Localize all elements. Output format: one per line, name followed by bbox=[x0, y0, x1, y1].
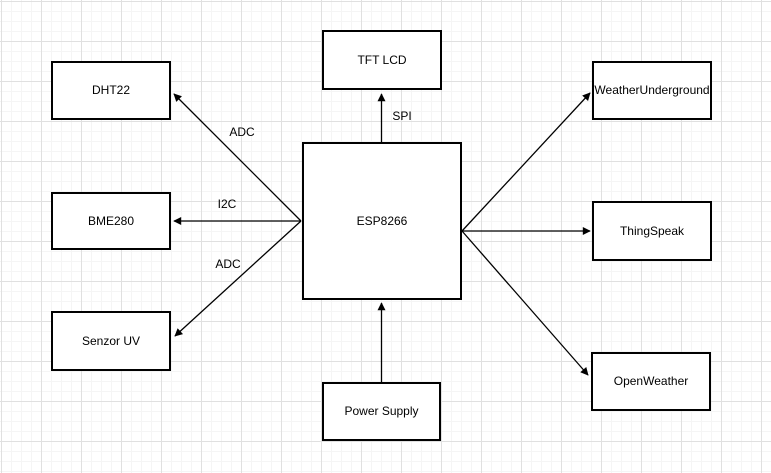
node-openweather[interactable]: OpenWeather bbox=[591, 352, 711, 411]
node-esp8266[interactable]: ESP8266 bbox=[302, 142, 462, 300]
node-weatherunderground-label: WeatherUnderground bbox=[594, 83, 710, 98]
node-tft-lcd[interactable]: TFT LCD bbox=[322, 30, 442, 90]
node-thingspeak-label: ThingSpeak bbox=[619, 223, 685, 238]
edge-esp8266-openweather[interactable] bbox=[461, 230, 589, 376]
edge-label-i2c-bme280[interactable]: I2C bbox=[217, 197, 237, 211]
node-power-supply[interactable]: Power Supply bbox=[322, 382, 441, 441]
edge-esp8266-senzor-uv[interactable] bbox=[174, 220, 302, 337]
node-thingspeak[interactable]: ThingSpeak bbox=[592, 201, 712, 261]
node-senzor-uv[interactable]: Senzor UV bbox=[51, 311, 171, 371]
node-dht22-label: DHT22 bbox=[91, 83, 130, 98]
edge-esp8266-weatherunderground[interactable] bbox=[461, 92, 591, 232]
edge-label-adc-dht22[interactable]: ADC bbox=[229, 125, 255, 139]
node-tft-lcd-label: TFT LCD bbox=[357, 52, 407, 67]
node-power-supply-label: Power Supply bbox=[344, 404, 419, 419]
node-weatherunderground[interactable]: WeatherUnderground bbox=[592, 61, 712, 120]
node-bme280-label: BME280 bbox=[87, 213, 135, 228]
node-bme280[interactable]: BME280 bbox=[51, 192, 171, 250]
edge-esp8266-dht22[interactable] bbox=[173, 93, 302, 222]
node-dht22[interactable]: DHT22 bbox=[51, 61, 171, 120]
node-senzor-uv-label: Senzor UV bbox=[81, 333, 141, 348]
edge-label-adc-senzor-uv[interactable]: ADC bbox=[215, 257, 241, 271]
edge-label-spi-tft-lcd[interactable]: SPI bbox=[392, 109, 412, 123]
node-esp8266-label: ESP8266 bbox=[356, 213, 408, 228]
node-openweather-label: OpenWeather bbox=[613, 374, 689, 389]
